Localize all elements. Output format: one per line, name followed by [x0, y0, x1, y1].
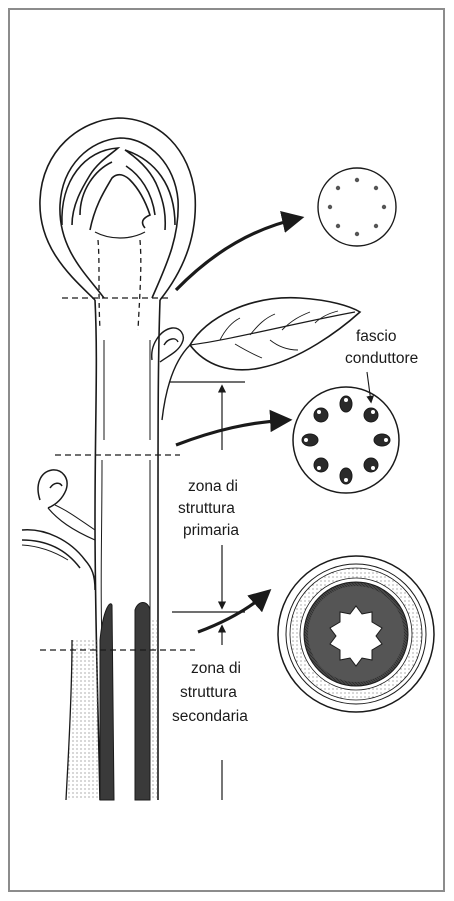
label-secondary-zone-2: struttura — [180, 684, 237, 701]
label-secondary-zone-3: secondaria — [172, 708, 248, 725]
lateral-branch — [22, 470, 95, 590]
cross-section-primary — [293, 372, 399, 493]
label-primary-zone-1: zona di — [188, 478, 238, 495]
cross-section-apex — [318, 168, 396, 246]
section-arrows — [176, 218, 300, 632]
leaf — [162, 298, 360, 420]
axillary-bud-upper — [152, 328, 184, 362]
label-primary-zone-3: primaria — [183, 522, 239, 539]
label-vascular-bundle-2: conduttore — [345, 350, 418, 367]
label-primary-zone-2: struttura — [178, 500, 235, 517]
secondary-growth-region — [66, 603, 158, 801]
label-secondary-zone-1: zona di — [191, 660, 241, 677]
label-vascular-bundle-1: fascio — [356, 328, 397, 345]
cross-section-secondary — [278, 556, 434, 712]
